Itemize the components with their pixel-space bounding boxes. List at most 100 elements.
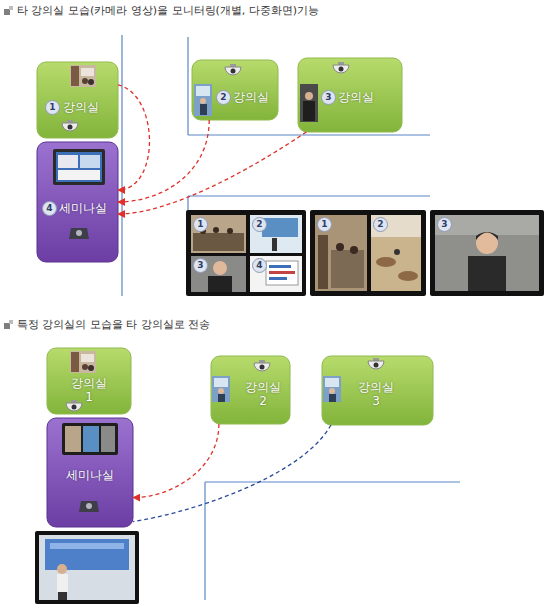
divider-line-part [187, 196, 188, 212]
camera-icon-part [231, 69, 236, 74]
monitor-dual-part [336, 243, 344, 251]
callout-number: 3 [437, 217, 452, 232]
room-label: 세미나실 [66, 468, 114, 482]
camera-icon-part [333, 65, 349, 73]
seminar-screen-part [62, 423, 118, 455]
monitor-single-part [468, 256, 506, 291]
camera-icon [225, 64, 241, 75]
bullet-icon [4, 6, 13, 329]
monitor-single-part [45, 539, 129, 570]
room-photo [70, 65, 96, 87]
room-photo-part [194, 84, 212, 116]
monitor-quad-part [272, 238, 277, 251]
room-photo [323, 376, 341, 402]
seminar-screen-part [83, 426, 99, 452]
room-label: 강의실 [338, 90, 374, 104]
monitor-dual-part [331, 250, 364, 288]
monitor-quad [186, 210, 306, 296]
camera-icon-part [368, 361, 384, 369]
room-photo-part [71, 352, 79, 372]
room-photo-part [82, 364, 88, 370]
room-photo-part [329, 394, 336, 402]
monitor-dual-part [318, 235, 328, 289]
monitor-quad-part [262, 218, 298, 237]
camera-icon [254, 360, 270, 371]
room-photo-part [305, 92, 313, 100]
room-photo-part [218, 394, 225, 402]
seminar-screen [53, 149, 105, 185]
section-heading: 타 강의실 모습(카메라 영상)을 모니터링(개별, 다중화면)기능 [17, 4, 319, 18]
monitor-quad-part [213, 227, 219, 233]
monitor-quad-part [269, 277, 287, 280]
callout-number: 3 [321, 90, 336, 105]
divider-line-part [121, 35, 122, 296]
camera-icon-part [260, 365, 265, 370]
camera-icon [368, 358, 384, 369]
callout-number: 2 [216, 90, 231, 105]
monitor-single-part [50, 543, 124, 549]
camera-icon-part [66, 403, 82, 411]
classroom-shape [47, 348, 131, 414]
room-photo-part [300, 84, 318, 122]
camera-icon [333, 62, 349, 73]
seminar-room-shape [47, 418, 133, 527]
projector-icon-part [76, 230, 82, 236]
room-photo [194, 84, 212, 116]
monitor-quad-part [213, 261, 227, 275]
monitor-single-part [57, 564, 67, 574]
room-photo [300, 84, 318, 122]
monitor-quad-part [269, 271, 295, 274]
monitor-dual-part [394, 249, 400, 255]
monitor-quad-part [250, 215, 302, 253]
seminar-screen-part [58, 170, 100, 180]
room-photo-part [82, 78, 88, 84]
monitor-dual-part [315, 215, 367, 291]
seminar-screen-part [58, 155, 78, 168]
bullet-icon-part [9, 320, 13, 324]
monitor-single [430, 210, 544, 296]
section-heading: 특정 강의실의 모습을 타 강의실로 전송 [17, 318, 210, 332]
camera-icon [66, 400, 82, 411]
monitor-single-part [58, 592, 67, 600]
callout-number: 1 [193, 217, 208, 232]
monitor-single-part [57, 574, 68, 592]
monitor-dual [310, 210, 426, 296]
video-feed-arrow [133, 424, 219, 498]
room-label: 세미나실 [59, 201, 107, 215]
room-photo-part [303, 101, 315, 121]
monitor-quad-part [208, 276, 232, 292]
camera-icon-part [62, 123, 78, 131]
camera-icon-part [225, 67, 241, 75]
room-photo-part [323, 376, 341, 402]
video-feed-arrow [118, 85, 150, 190]
room-photo-part [88, 365, 94, 371]
monitor-single-part [35, 531, 139, 604]
divider-line [122, 35, 460, 600]
classroom-box: 강의실 2 [211, 356, 290, 424]
room-photo [212, 376, 230, 402]
camera-icon-part [72, 405, 77, 410]
video-feed-arrow [118, 120, 209, 202]
camera-icon-part [68, 125, 73, 130]
monitor-quad-part [250, 256, 302, 292]
classroom-shape [298, 58, 402, 132]
seminar-room-shape [37, 142, 118, 262]
room-label: 강의실 3 [354, 380, 398, 408]
callout-number: 4 [42, 201, 57, 216]
monitor-single-part [435, 215, 539, 291]
callout-number: 1 [317, 217, 332, 232]
monitor-quad-part [191, 256, 246, 292]
monitor-dual-part [371, 215, 421, 291]
projector-icon [69, 228, 89, 239]
camera-icon-part [254, 363, 270, 371]
camera-icon-part [374, 363, 379, 368]
room-photo-part [81, 68, 94, 76]
classroom-shape [37, 62, 118, 138]
room-label: 강의실 [63, 100, 99, 114]
callout-number: 2 [373, 217, 388, 232]
seminar-screen-part [65, 426, 81, 452]
callout-number: 4 [252, 258, 267, 273]
seminar-screen [62, 423, 118, 455]
